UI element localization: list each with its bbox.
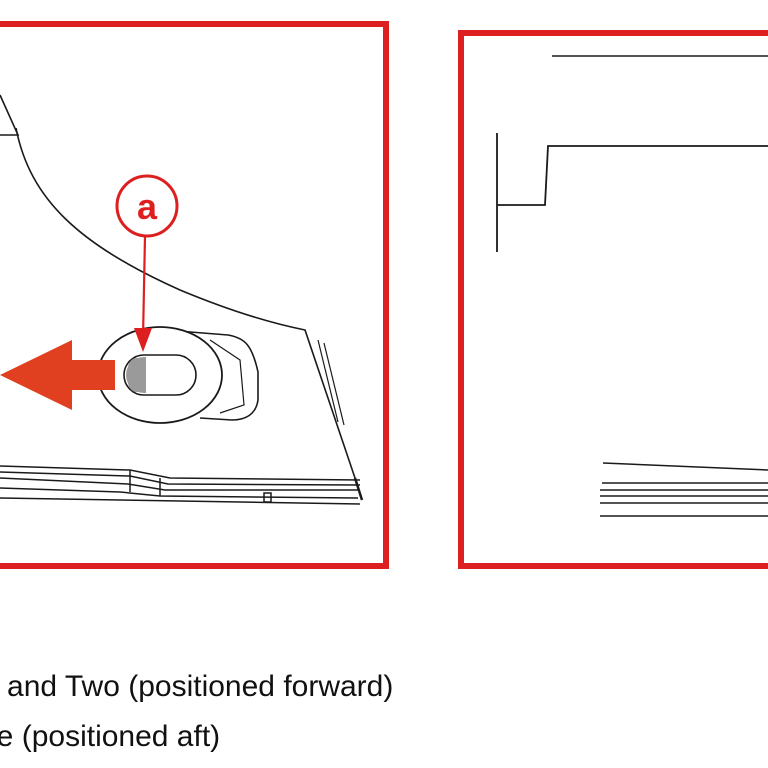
slot-pin-body <box>128 358 146 392</box>
caption-line-2: ee (positioned aft) <box>0 720 221 753</box>
direction-arrow <box>0 340 115 410</box>
right-panel-frame <box>458 30 768 569</box>
callout-arrowhead <box>134 328 152 352</box>
left-panel: a <box>0 21 389 569</box>
callout-circle <box>115 174 179 238</box>
knob-inner-facet <box>209 339 245 414</box>
callout-label: a <box>137 186 158 227</box>
knob-body <box>164 329 259 421</box>
knob-assembly <box>97 326 259 424</box>
callout-leader <box>141 235 147 339</box>
left-panel-frame <box>0 21 389 569</box>
housing-curve <box>15 127 356 479</box>
base-rail <box>0 465 364 505</box>
right-panel-line-art <box>496 55 768 517</box>
right-panel <box>458 30 768 569</box>
housing-edge-accent <box>317 339 345 426</box>
caption-line-1: e and Two (positioned forward) <box>0 670 394 703</box>
callout-a: a <box>115 174 179 352</box>
housing-outline <box>0 94 20 136</box>
